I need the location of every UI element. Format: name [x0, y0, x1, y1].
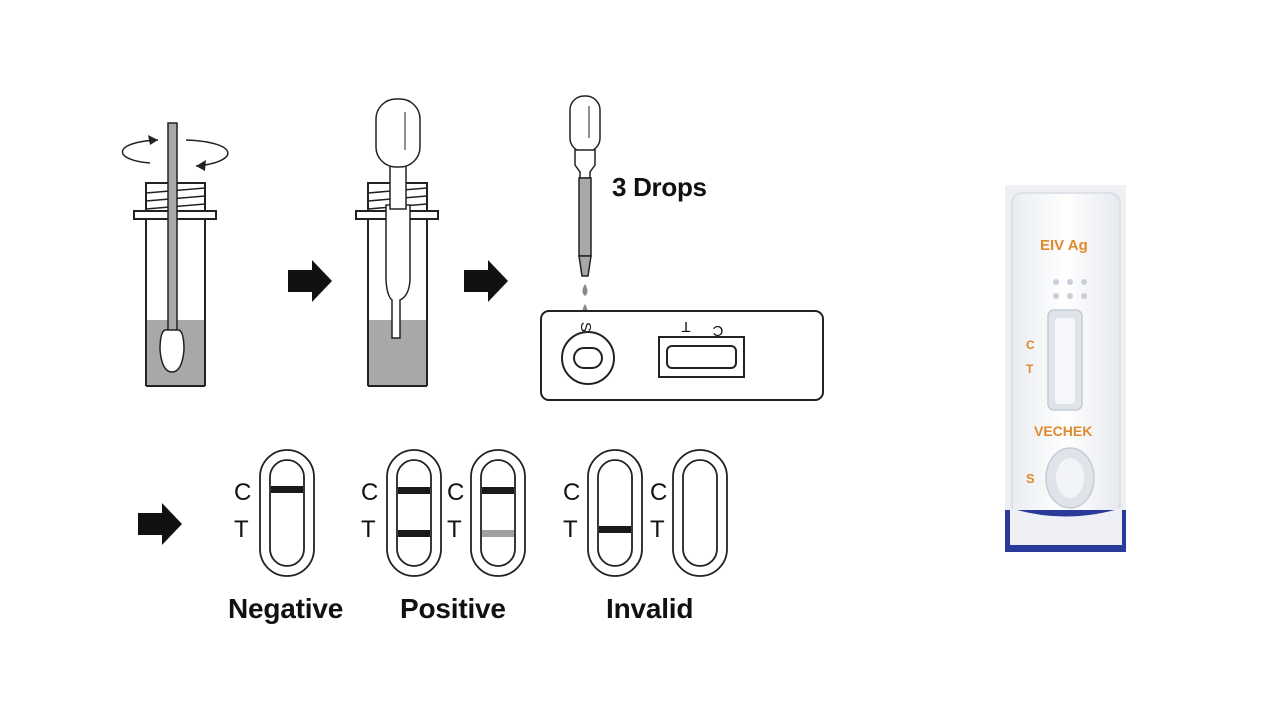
- s-marker: S: [1026, 471, 1035, 486]
- positive-faint-strip: [470, 449, 526, 577]
- control-line: [398, 487, 430, 494]
- c-letter: C: [563, 479, 580, 506]
- t-marker: T: [1026, 362, 1034, 376]
- invalid-strip: [587, 449, 643, 577]
- window-letter-c: C: [712, 322, 723, 339]
- test-line: [482, 530, 514, 537]
- invalid-blank-strip: [672, 449, 728, 577]
- negative-label: Negative: [228, 593, 344, 624]
- positive-strip: [386, 449, 442, 577]
- swab-tube-illustration: [121, 122, 229, 387]
- strip-letters: C T C T C T C T C T: [234, 479, 667, 543]
- negative-strip: [259, 449, 315, 577]
- control-line: [271, 486, 303, 493]
- c-marker: C: [1026, 338, 1035, 352]
- dispense-dropper-illustration: [569, 95, 601, 338]
- test-line: [398, 530, 430, 537]
- brand-name: VECHEK: [1034, 423, 1092, 439]
- drops-label: 3 Drops: [612, 172, 707, 202]
- t-letter: T: [650, 516, 665, 543]
- dropper-tube-illustration: [355, 98, 439, 387]
- t-letter: T: [361, 516, 376, 543]
- product-name: EIV Ag: [1040, 237, 1088, 254]
- window-letter-t: T: [681, 318, 690, 335]
- t-letter: T: [234, 516, 249, 543]
- test-line: [599, 526, 631, 533]
- c-letter: C: [447, 479, 464, 506]
- t-letter: T: [447, 516, 462, 543]
- c-letter: C: [234, 479, 251, 506]
- c-letter: C: [650, 479, 667, 506]
- arrow-icon: [464, 260, 508, 302]
- positive-label: Positive: [400, 593, 506, 624]
- control-line: [482, 487, 514, 494]
- arrow-icon: [288, 260, 332, 302]
- sample-well-letter: S: [577, 322, 594, 332]
- arrow-icon: [138, 503, 182, 545]
- device-photo: EIV Ag C T VECHEK S: [1005, 185, 1126, 552]
- result-strips: [259, 449, 728, 577]
- t-letter: T: [563, 516, 578, 543]
- invalid-label: Invalid: [606, 593, 694, 624]
- c-letter: C: [361, 479, 378, 506]
- test-cassette-illustration: S C T: [540, 310, 824, 401]
